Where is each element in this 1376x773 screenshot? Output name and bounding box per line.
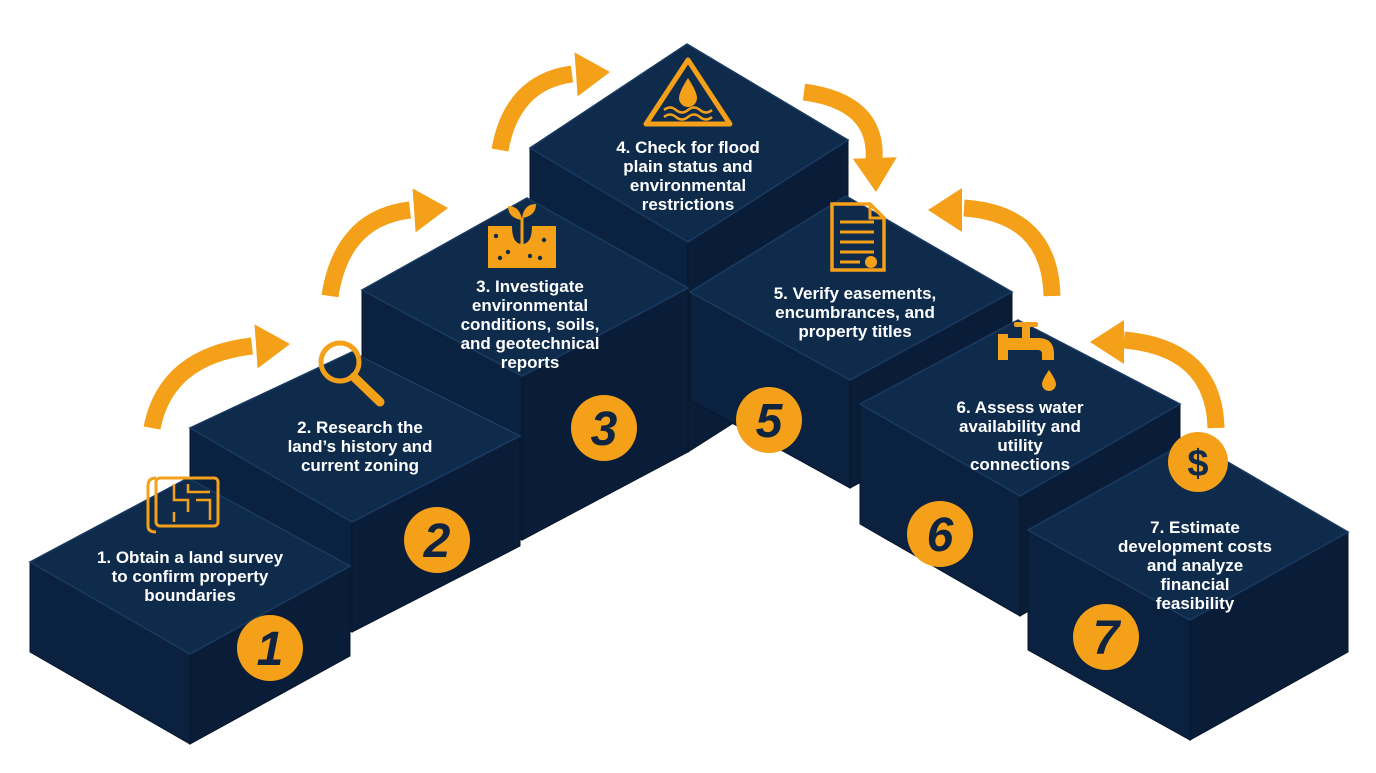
arrow-5-from-6-icon [928,188,1061,297]
magnifier-icon [318,340,385,407]
flood-warning-icon [643,57,733,127]
step-2-top-face [188,351,522,523]
arrow-2-to-3-icon [321,188,448,298]
step-1-number-badge [237,615,303,681]
step-5-top-face [688,195,1014,381]
step-3-top-face [360,197,690,377]
step-7-number-badge [1073,604,1139,670]
step-4-top-face [528,43,850,243]
step-6-number-badge [907,501,973,567]
arrow-1-to-2-icon [143,324,290,430]
soil-sprout-icon [488,204,556,268]
step-3-number-badge [571,395,637,461]
step-3-number: 3 [591,403,618,456]
step-2-number: 2 [423,515,451,568]
step-3-block: 3 [360,197,690,541]
step-7-top-face [1026,439,1350,621]
step-1-top-face [28,477,352,655]
step-6-number: 6 [927,509,954,562]
step-6-top-face [858,319,1182,497]
survey-map-icon [146,476,220,534]
step-5-number: 5 [756,395,784,448]
dollar-coin-icon: $ [1168,432,1228,492]
arrow-6-from-7-icon [1090,320,1225,429]
svg-text:$: $ [1187,443,1208,485]
document-certificate-icon [830,202,886,272]
step-5-number-badge [736,387,802,453]
arrow-4-to-5-icon [802,83,897,192]
step-1-block: 1 [28,477,352,745]
step-2-number-badge [404,507,470,573]
step-7-block: 7 [1026,439,1350,741]
step-7-number: 7 [1093,612,1122,665]
water-faucet-icon [998,322,1056,391]
arrow-3-to-4-icon [491,52,610,152]
step-1-number: 1 [257,623,284,676]
